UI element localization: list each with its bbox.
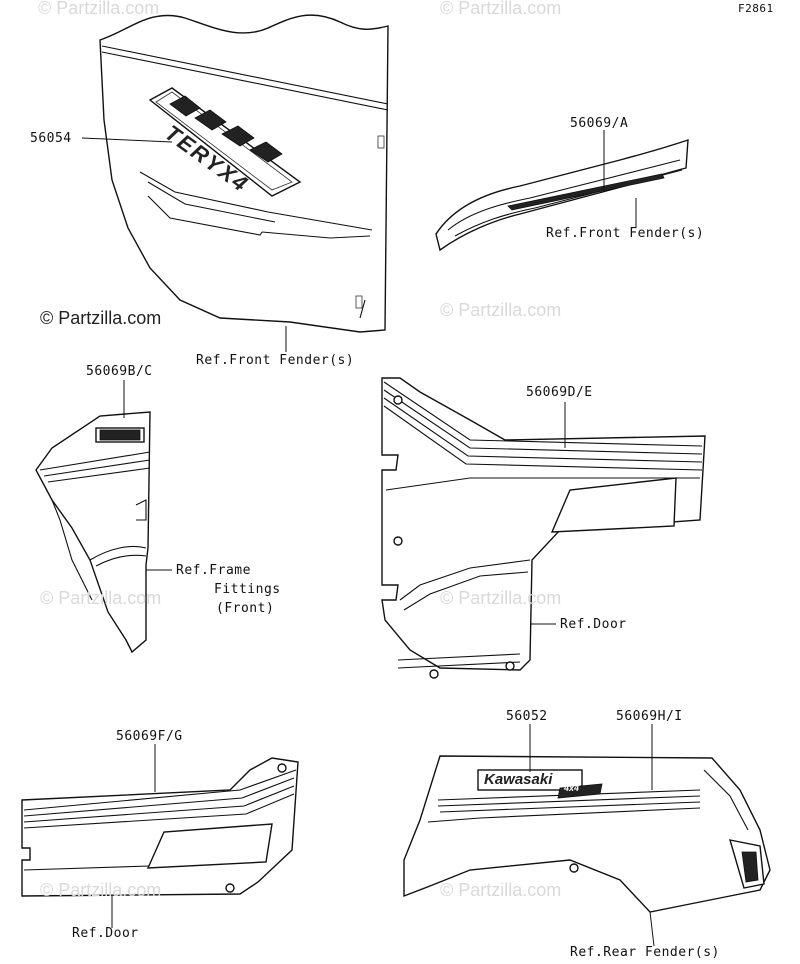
callout-ref-door[interactable]: Ref.Door bbox=[560, 617, 627, 632]
front-hood-panel bbox=[99, 14, 389, 333]
callout-56054[interactable]: 56054 bbox=[30, 131, 72, 146]
frame-fitting-panel bbox=[35, 411, 151, 654]
callout-56052[interactable]: 56052 bbox=[506, 709, 548, 724]
callout-56069bc[interactable]: 56069B/C bbox=[86, 364, 153, 379]
watermark: © Partzilla.com bbox=[40, 308, 162, 328]
front-fender-strip bbox=[435, 139, 689, 252]
callout-ref-front-fender[interactable]: Ref.Front Fender(s) bbox=[196, 353, 355, 368]
watermark: © Partzilla.com bbox=[440, 588, 562, 608]
callout-56069fg[interactable]: 56069F/G bbox=[116, 729, 183, 744]
callout-56069de[interactable]: 56069D/E bbox=[526, 385, 593, 400]
callout-ref-frame[interactable]: Ref.Frame bbox=[176, 563, 251, 578]
rear-fender-panel bbox=[403, 755, 771, 913]
kawasaki-badge-text: Kawasaki bbox=[484, 771, 553, 788]
callout-ref-frame-line2: Fittings bbox=[214, 582, 281, 597]
watermark: © Partzilla.com bbox=[40, 880, 162, 900]
callout-56069a[interactable]: 56069/A bbox=[570, 116, 629, 131]
callout-ref-front-fender[interactable]: Ref.Front Fender(s) bbox=[546, 226, 705, 241]
watermark: © Partzilla.com bbox=[440, 300, 562, 320]
callout-56069hi[interactable]: 56069H/I bbox=[616, 709, 683, 724]
watermark: © Partzilla.com bbox=[440, 880, 562, 900]
callout-ref-rear-fender[interactable]: Ref.Rear Fender(s) bbox=[570, 945, 720, 960]
model-badge-text: 4x4 bbox=[564, 783, 580, 793]
watermark: © Partzilla.com bbox=[38, 0, 160, 18]
leader-lines bbox=[81, 130, 655, 947]
watermark: © Partzilla.com bbox=[40, 588, 162, 608]
figure-id: F2861 bbox=[738, 2, 774, 15]
door-panel-upper bbox=[381, 377, 706, 679]
watermark: © Partzilla.com bbox=[440, 0, 562, 18]
door-panel-lower bbox=[21, 757, 299, 897]
callout-ref-frame-line3: (Front) bbox=[216, 601, 275, 616]
callout-ref-door[interactable]: Ref.Door bbox=[72, 926, 139, 941]
